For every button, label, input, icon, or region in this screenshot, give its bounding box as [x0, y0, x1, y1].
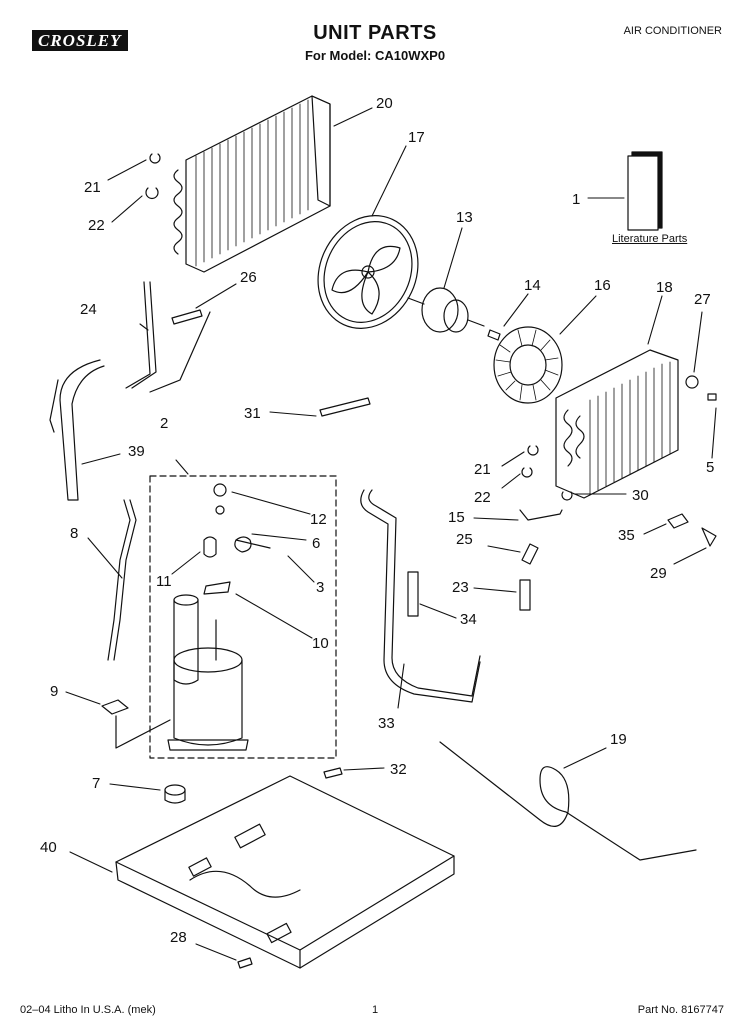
callout-6: 6: [312, 535, 320, 552]
callout-35: 35: [618, 527, 635, 544]
callout-3: 3: [316, 579, 324, 596]
callout-12: 12: [310, 511, 327, 528]
model-line: For Model: CA10WXP0: [304, 48, 446, 63]
callout-21b: 21: [474, 461, 491, 478]
bracket-9-wire: [115, 715, 171, 749]
fan-blade-drawing: [317, 215, 419, 329]
footer-litho: 02–04 Litho In U.S.A. (mek): [20, 1004, 156, 1016]
callout-26: 26: [240, 269, 257, 286]
callout-40: 40: [40, 839, 57, 856]
callout-33: 33: [378, 715, 395, 732]
blower-wheel-drawing: [493, 326, 563, 404]
callout-5: 5: [706, 459, 714, 476]
compressor-assembly-drawing: [149, 475, 337, 759]
screw-14-drawing: [487, 329, 501, 341]
callout-29: 29: [650, 565, 667, 582]
callout-15: 15: [448, 509, 465, 526]
evaporator-coil-drawing: [555, 349, 679, 499]
callout-22b: 22: [474, 489, 491, 506]
callout-32: 32: [390, 761, 407, 778]
brand-logo: CROSLEY: [32, 30, 128, 51]
callout-9: 9: [50, 683, 58, 700]
callout-1: 1: [572, 191, 580, 208]
callout-leaders: [65, 107, 717, 961]
callout-30: 30: [632, 487, 649, 504]
callout-28: 28: [170, 929, 187, 946]
capillary-tube-drawing: [439, 741, 697, 861]
bracket-9-drawing: [101, 699, 129, 715]
callout-19: 19: [610, 731, 627, 748]
callout-39: 39: [128, 443, 145, 460]
page-title: UNIT PARTS: [313, 22, 437, 44]
literature-parts-drawing: [627, 151, 663, 231]
callout-21: 21: [84, 179, 101, 196]
callout-11: 11: [156, 573, 172, 590]
literature-parts-label: Literature Parts: [612, 233, 688, 245]
footer-part-number: Part No. 8167747: [637, 1004, 724, 1016]
callout-14: 14: [524, 277, 541, 294]
callout-23: 23: [452, 579, 469, 596]
callout-20: 20: [376, 95, 393, 112]
callout-25: 25: [456, 531, 473, 548]
drain-tube-drawing: [360, 489, 481, 703]
footer-page-number: 1: [372, 1004, 379, 1016]
callout-31: 31: [244, 405, 261, 422]
small-parts-drawings: [145, 153, 717, 611]
condenser-coil-drawing: [173, 95, 331, 273]
callout-16: 16: [594, 277, 611, 294]
callout-numbers: 1 2 3 5 6 7 8 9 10 11 12 13 14 15 16 17 …: [40, 95, 714, 946]
callout-17: 17: [408, 129, 425, 146]
callout-13: 13: [456, 209, 473, 226]
callout-2: 2: [160, 415, 168, 432]
base-pan-drawing: [115, 775, 455, 969]
callout-18: 18: [656, 279, 673, 296]
callout-7: 7: [92, 775, 100, 792]
callout-27: 27: [694, 291, 711, 308]
callout-24: 24: [80, 301, 97, 318]
grommet-7-drawing: [164, 784, 186, 804]
callout-10: 10: [312, 635, 329, 652]
callout-34: 34: [460, 611, 477, 628]
category-label: AIR CONDITIONER: [623, 25, 722, 37]
fan-motor-drawing: [407, 287, 485, 333]
callout-22: 22: [88, 217, 105, 234]
bolt-32-drawing: [323, 767, 343, 779]
tubing-drawings: [49, 281, 211, 661]
callout-8: 8: [70, 525, 78, 542]
screw-28-drawing: [237, 957, 253, 969]
